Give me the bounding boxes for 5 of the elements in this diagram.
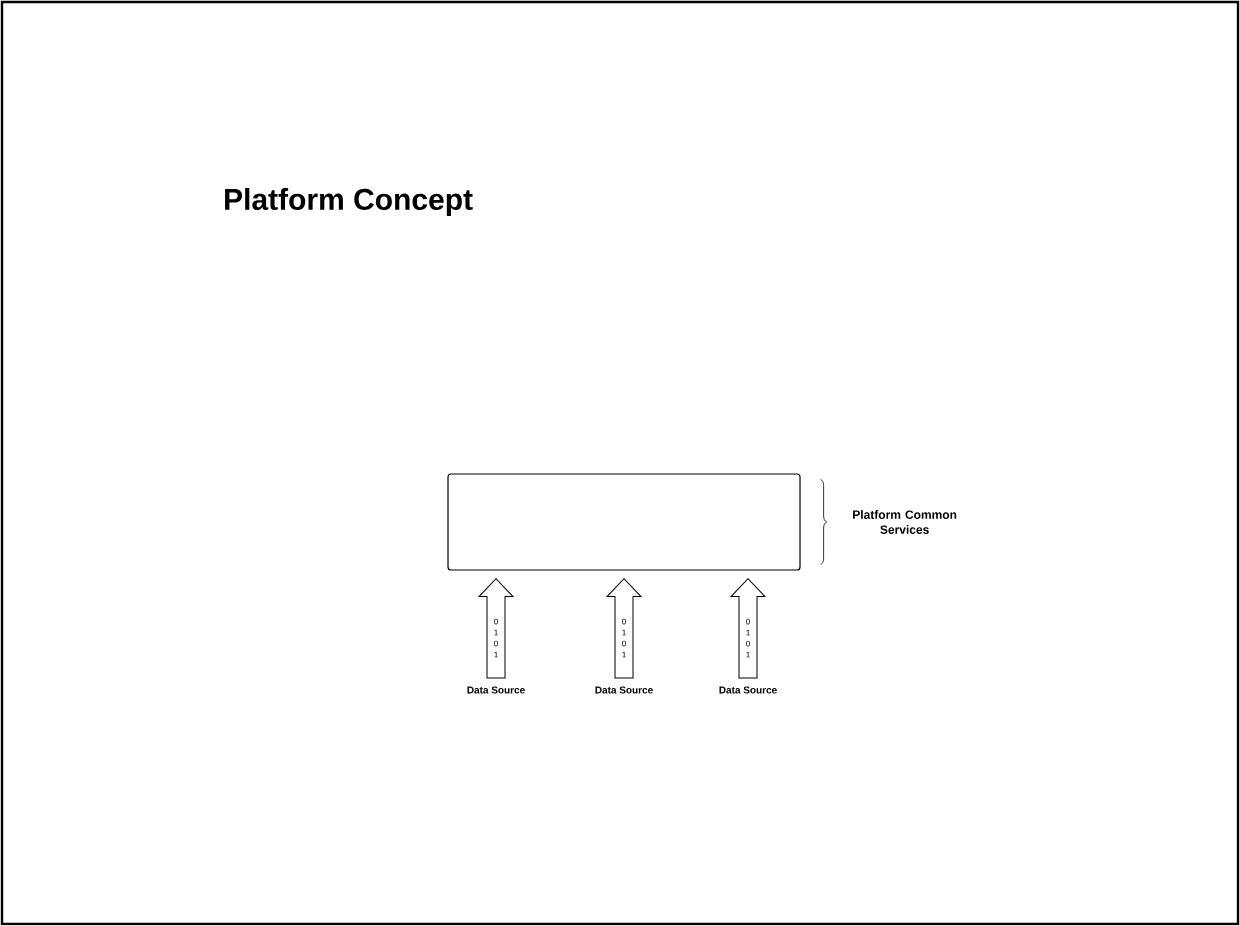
service-box xyxy=(447,473,801,571)
title: Platform Concept xyxy=(225,188,473,216)
block-arrow xyxy=(606,578,642,679)
block-arrow xyxy=(478,578,514,679)
block-arrow xyxy=(730,578,766,679)
